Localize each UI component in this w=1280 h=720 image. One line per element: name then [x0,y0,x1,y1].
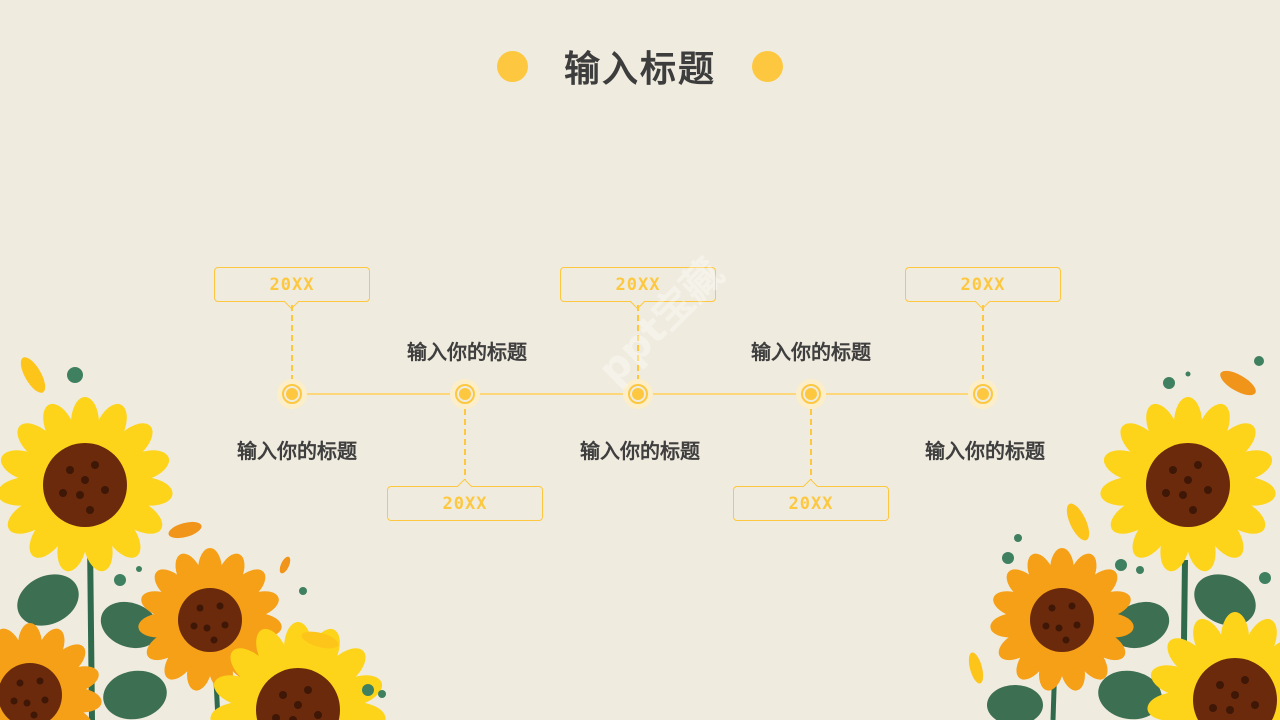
connector-4 [810,409,812,485]
timeline-node-2 [450,379,480,409]
item-title-3: 输入你的标题 [580,439,700,463]
year-box-4: 20XX [733,478,889,521]
connector-5 [982,305,984,381]
title-dot-right [752,50,783,82]
timeline-node-4 [796,379,826,409]
item-title-1: 输入你的标题 [237,439,357,463]
connector-2 [464,409,466,485]
page-title: 输入标题 [563,49,716,90]
timeline-node-5 [968,379,998,409]
year-box-5: 20XX [905,267,1061,310]
connector-3 [637,305,639,381]
year-label: 20XX [788,493,834,514]
year-label: 20XX [269,274,315,295]
title-dot-left [496,50,528,82]
timeline-node-1 [277,379,307,409]
connector-1 [291,305,293,381]
item-title-2: 输入你的标题 [407,340,527,364]
year-box-2: 20XX [387,478,543,521]
year-box-3: 20XX [560,267,716,310]
year-label: 20XX [960,274,1006,295]
timeline-node-3 [623,379,653,409]
item-title-5: 输入你的标题 [925,439,1045,463]
title-area: 输入标题 [0,40,1280,92]
year-label: 20XX [615,274,661,295]
item-title-4: 输入你的标题 [751,340,871,364]
year-label: 20XX [442,493,488,514]
year-box-1: 20XX [214,267,370,310]
